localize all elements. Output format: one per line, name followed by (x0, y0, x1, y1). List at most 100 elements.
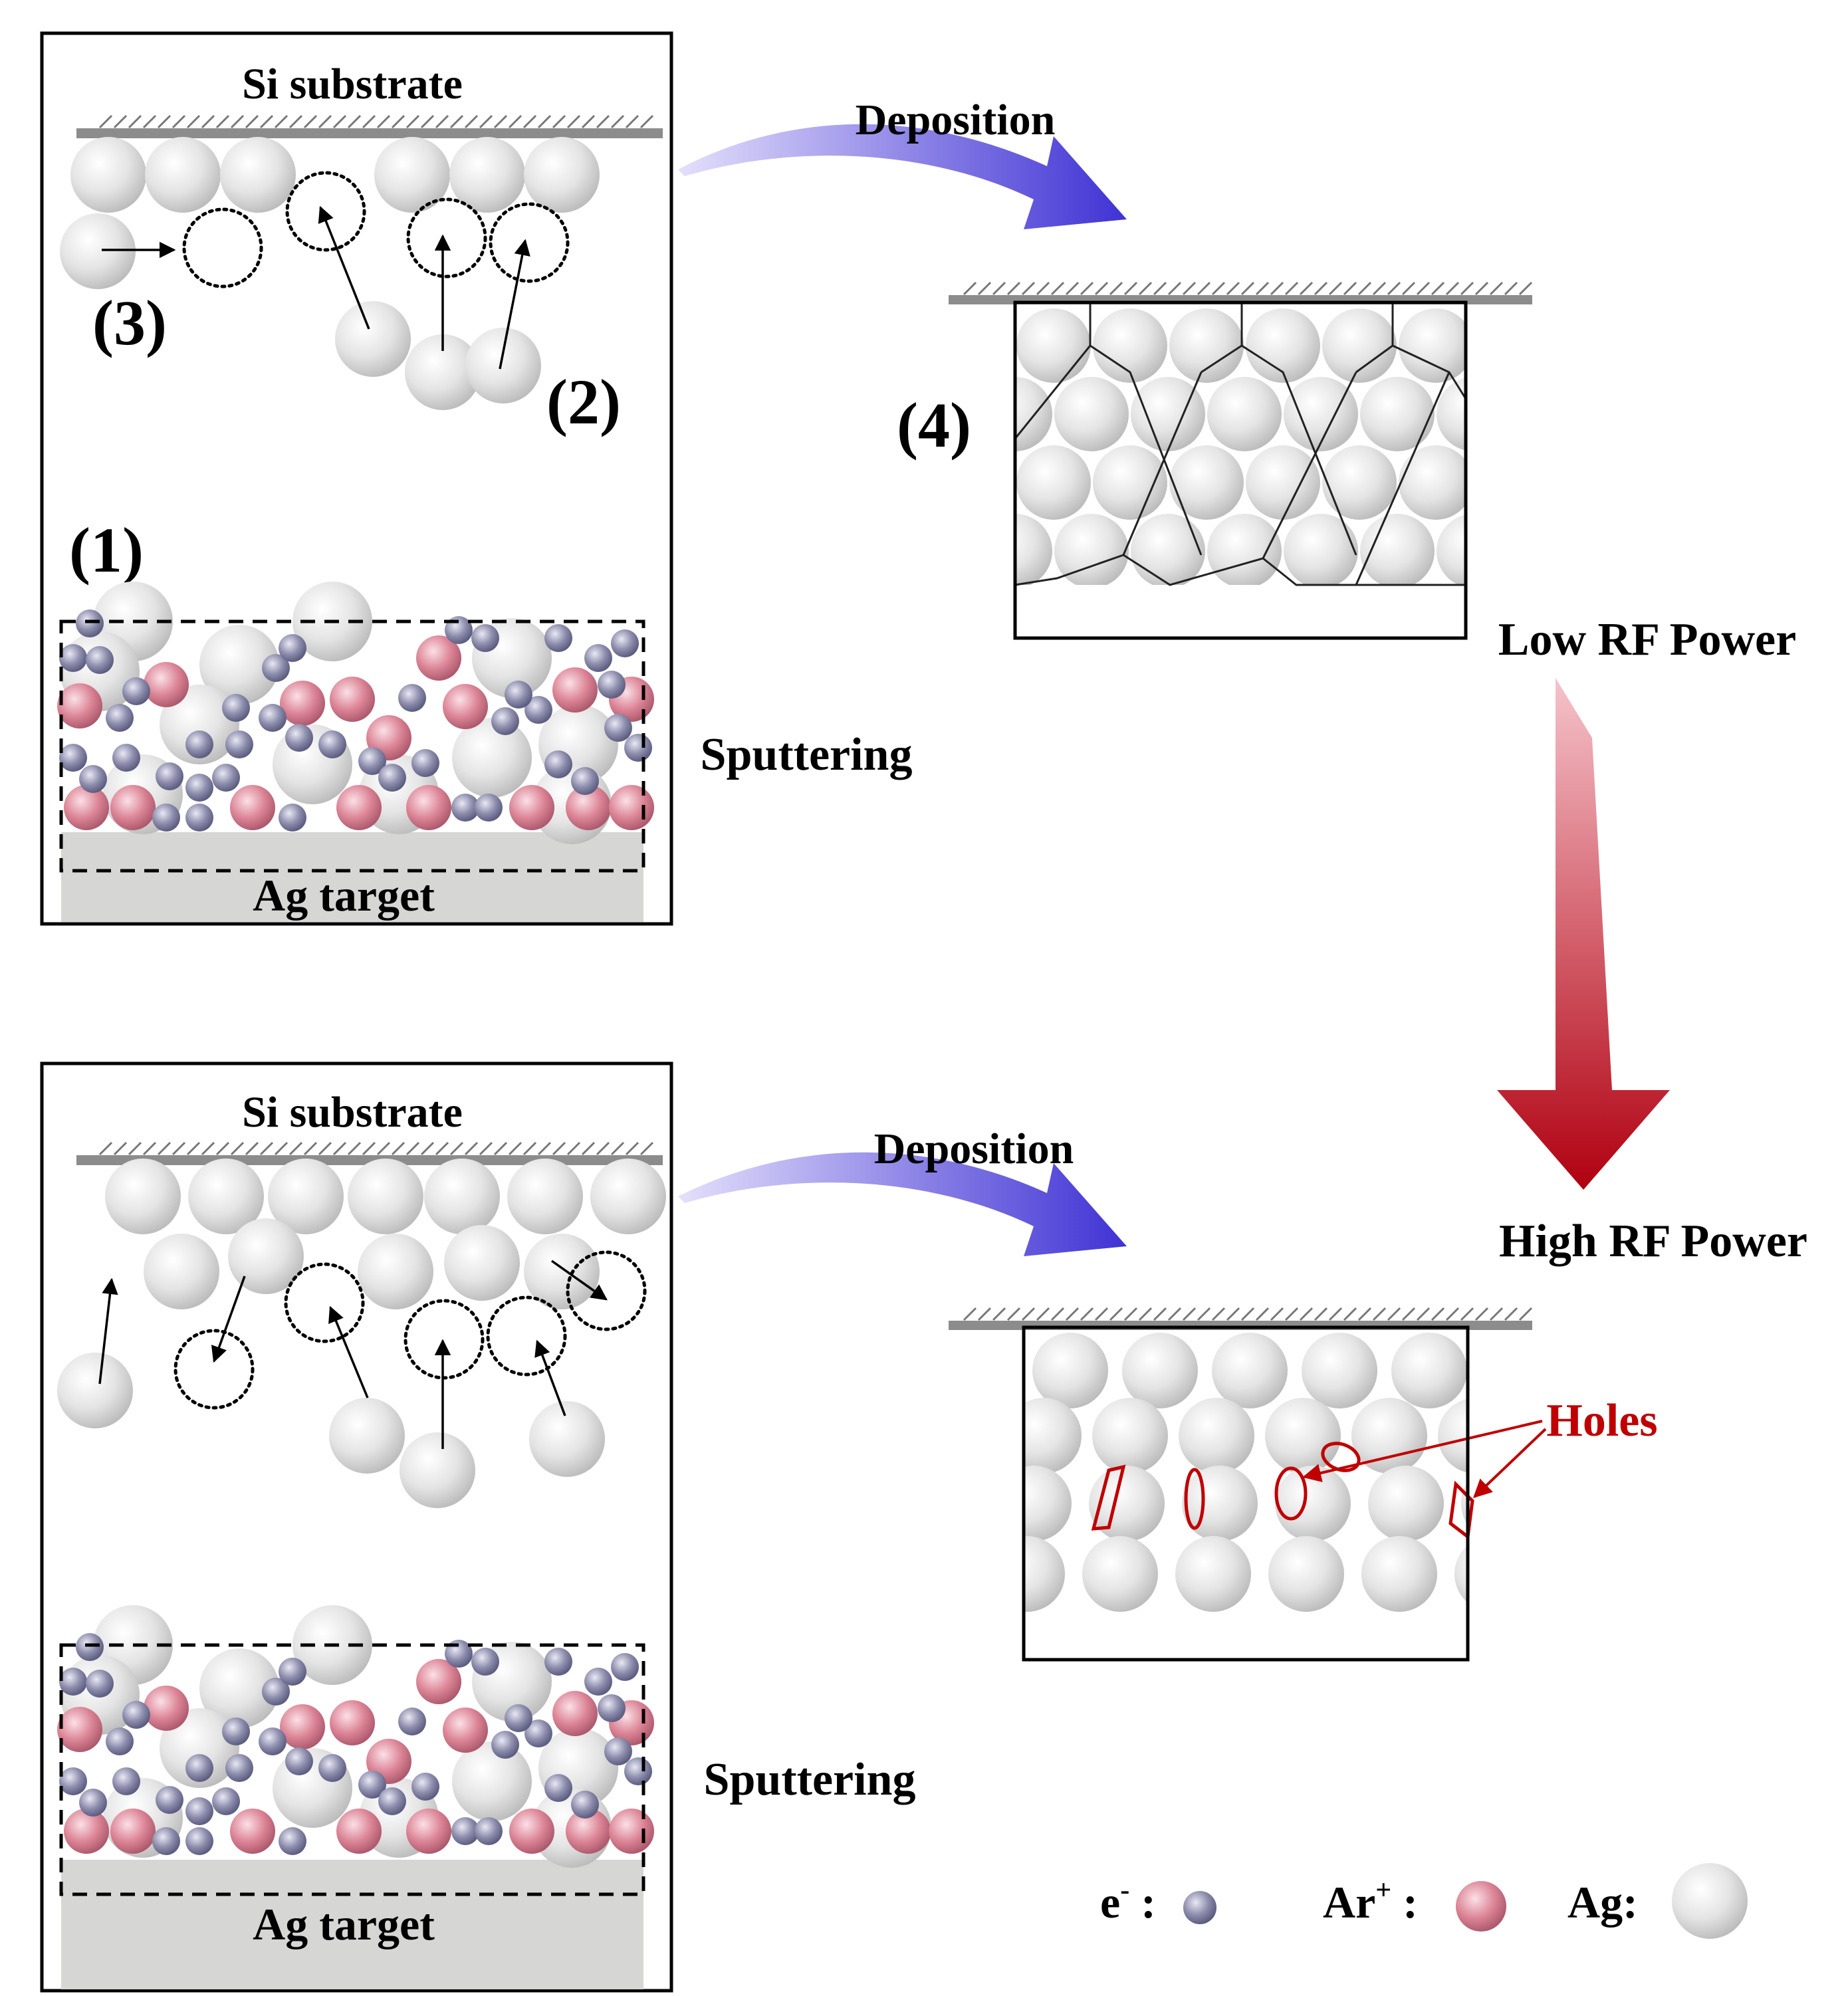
ar-ion (416, 1659, 461, 1704)
hatch-line (230, 114, 245, 129)
electron (76, 610, 104, 637)
hole-3 (1274, 1466, 1308, 1521)
electron (571, 1791, 599, 1819)
hatch-line (1314, 1307, 1328, 1321)
electron (624, 1757, 652, 1785)
high-rf-power-label: High RF Power (1499, 1216, 1807, 1267)
hatch-line (566, 114, 581, 129)
ag-atom (507, 1159, 583, 1234)
bottom-sputtering-label: Sputtering (704, 1754, 916, 1805)
high-film-atoms (1024, 1333, 1557, 1612)
ag-atom (1246, 308, 1320, 383)
top-substrate-hatch (98, 114, 654, 129)
hatch-line (1021, 1307, 1036, 1321)
top-motion-arrows (102, 205, 530, 370)
ag-atom (1481, 1333, 1557, 1408)
ag-atom (57, 1353, 133, 1428)
ar-ion (552, 667, 598, 713)
hatch-line (128, 1141, 142, 1156)
hatch-line (1504, 1307, 1518, 1321)
electron (259, 704, 287, 732)
hatch-line (449, 1141, 464, 1156)
electron (524, 1719, 552, 1747)
ag-atom (452, 718, 532, 798)
ag-atom (1131, 377, 1205, 451)
ag-atom (1212, 1333, 1288, 1408)
ag-atom (1089, 1466, 1165, 1541)
electron (505, 1704, 532, 1732)
vacancy-site (406, 197, 487, 278)
vacancy-site (566, 1250, 647, 1331)
ag-atom (199, 625, 279, 705)
electron (122, 677, 150, 705)
hatch-line (977, 281, 992, 296)
electron (225, 1754, 253, 1782)
hatch-line (1138, 1307, 1153, 1321)
hatch-line (1401, 1307, 1416, 1321)
hatch-line (1299, 1307, 1314, 1321)
hatch-line (625, 1141, 639, 1156)
vacancy-site (489, 202, 570, 283)
legend-ar-swatch (1456, 1881, 1506, 1932)
ar-ion (330, 1700, 375, 1745)
ag-atom (1302, 1333, 1377, 1408)
ag-atom (1513, 514, 1587, 588)
step-4-label: (4) (897, 389, 971, 461)
electron (59, 644, 87, 672)
electron (544, 1774, 572, 1802)
electron (259, 1727, 287, 1755)
electron (279, 1658, 306, 1686)
hatch-line (1006, 281, 1021, 296)
hatch-line (1182, 1307, 1197, 1321)
electron (544, 624, 572, 652)
high-film-border (1022, 1325, 1470, 1662)
electron (285, 1747, 313, 1775)
electron (491, 707, 519, 735)
ag-atom (405, 334, 481, 410)
ag-atom (188, 1159, 264, 1234)
hatch-line (1080, 281, 1094, 296)
hatch-line (581, 114, 596, 129)
hatch-line (303, 1141, 318, 1156)
electron (185, 730, 213, 758)
electron (358, 1771, 386, 1799)
hatch-line (259, 1141, 274, 1156)
hatch-line (552, 114, 566, 129)
ag-atom (1016, 308, 1091, 383)
ag-atom (940, 308, 1014, 383)
electron (106, 704, 134, 732)
hatch-line (332, 114, 347, 129)
hatch-line (1153, 281, 1167, 296)
hatch-line (1357, 1307, 1372, 1321)
top-chamber-panel: Si substrate (3) (2) (1) Ag target (40, 31, 673, 926)
motion-arrow (499, 239, 530, 370)
ag-atom (1265, 1398, 1341, 1474)
hatch-line (1094, 1307, 1109, 1321)
step-1-label: (1) (69, 514, 144, 586)
rf-power-arrow (1497, 678, 1670, 1190)
hatch-line (245, 1141, 259, 1156)
ag-atom (1552, 308, 1626, 383)
ar-ion (336, 1809, 382, 1854)
electron (122, 1701, 150, 1729)
hatch-line (610, 1141, 625, 1156)
electron (584, 1668, 612, 1696)
electron (471, 1648, 499, 1676)
hatch-line (1416, 281, 1431, 296)
hatch-line (1036, 1307, 1050, 1321)
electron (451, 1817, 479, 1845)
ag-atom (1361, 1536, 1437, 1612)
ag-atom (1360, 377, 1435, 451)
legend: e- : Ar+ : Ag: (1100, 1863, 1748, 1939)
electron (222, 694, 250, 722)
electron (318, 730, 346, 758)
bottom-chamber-panel: Si substrate Ag target (40, 1061, 673, 1993)
motion-arrow (211, 1275, 246, 1363)
vacancy-site (284, 1262, 365, 1343)
hatch-line (1431, 281, 1445, 296)
electron (604, 1737, 632, 1765)
ar-ion (406, 1809, 451, 1854)
hatch-line (289, 1141, 303, 1156)
ag-atom (1475, 445, 1550, 520)
electron (185, 774, 213, 802)
